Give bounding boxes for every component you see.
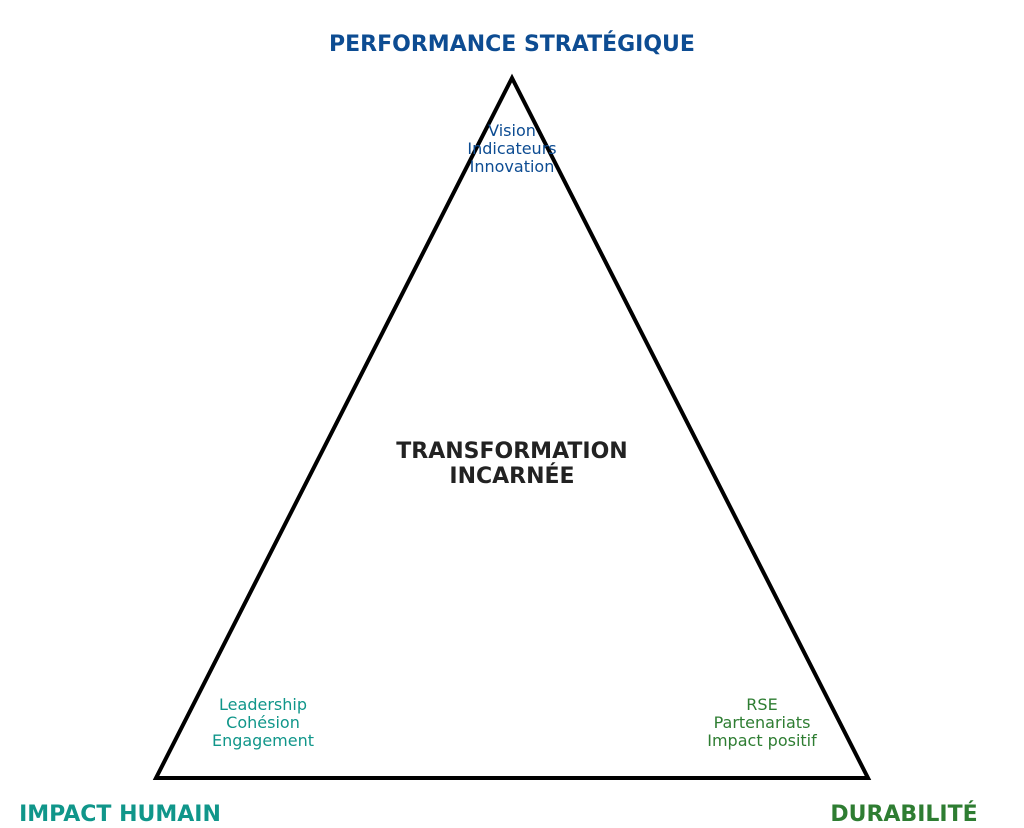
bottom-left-vertex-title: IMPACT HUMAIN — [19, 802, 221, 827]
bottom-right-item-2: Partenariats — [714, 713, 811, 732]
top-vertex-item-2: Indicateurs — [467, 139, 556, 158]
top-vertex-title: PERFORMANCE STRATÉGIQUE — [329, 31, 695, 57]
top-vertex-item-3: Innovation — [470, 157, 555, 176]
bottom-left-item-3: Engagement — [212, 731, 314, 750]
bottom-right-vertex-title: DURABILITÉ — [830, 801, 977, 827]
bottom-left-item-2: Cohésion — [226, 713, 300, 732]
bottom-left-item-1: Leadership — [219, 695, 307, 714]
bottom-right-item-3: Impact positif — [707, 731, 817, 750]
triangle-outline — [152, 73, 872, 780]
center-title-line-2: INCARNÉE — [449, 463, 574, 489]
top-vertex-item-1: Vision — [488, 121, 536, 140]
center-title-line-1: TRANSFORMATION — [396, 439, 627, 464]
bottom-right-item-1: RSE — [746, 695, 777, 714]
